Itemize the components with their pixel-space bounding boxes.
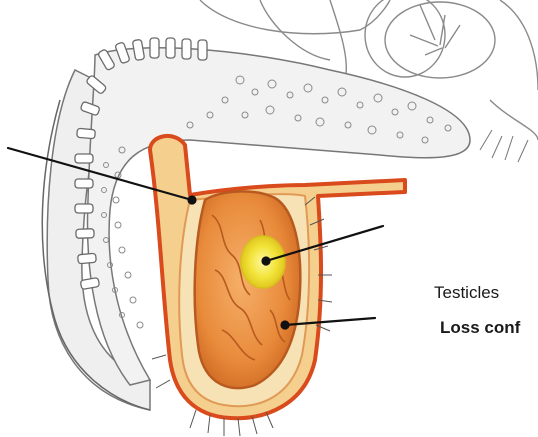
label-loss-conf: Loss conf bbox=[440, 318, 520, 338]
label-testicles: Testicles bbox=[434, 283, 499, 303]
scrotum bbox=[150, 136, 405, 436]
